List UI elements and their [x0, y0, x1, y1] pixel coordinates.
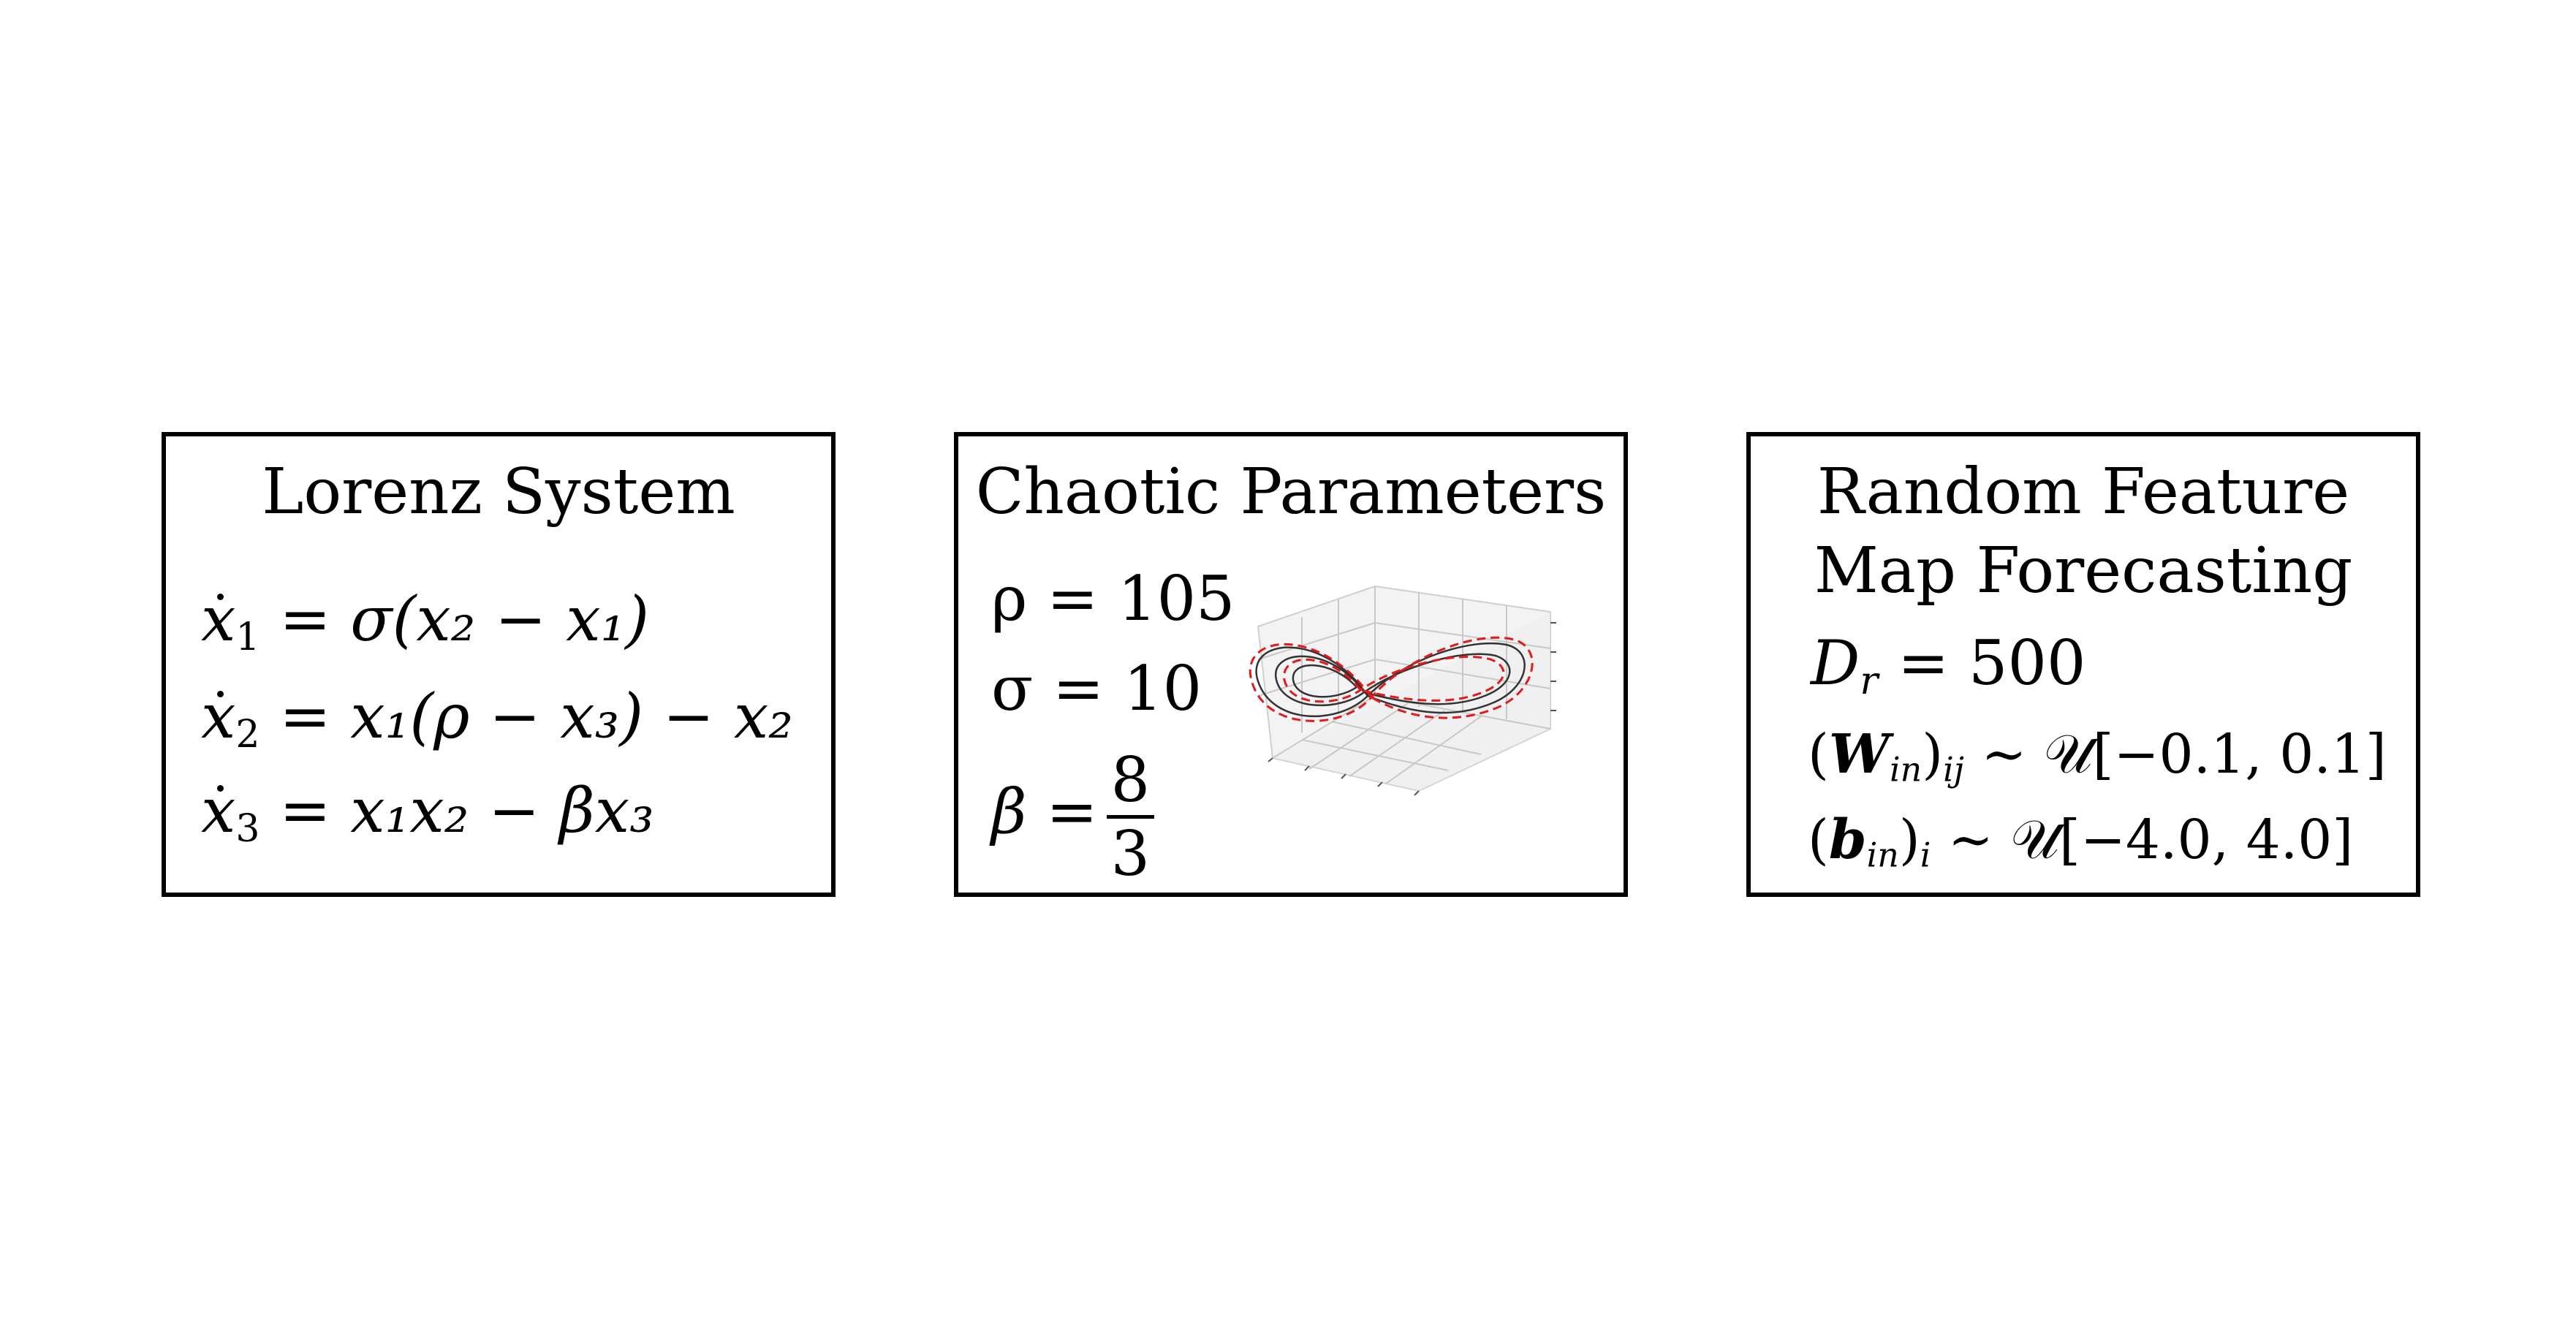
w-subscript: in — [1889, 749, 1922, 789]
lorenz-equation-3: x3 = x₁x₂ − βx₃ — [201, 774, 654, 848]
true-trajectory — [1255, 642, 1526, 718]
lorenz-title: Lorenz System — [262, 455, 735, 528]
random-feature-map-panel: Random Feature Map Forecasting Dr = 500 … — [1746, 432, 2420, 897]
lorenz-equation-2: x2 = x₁(ρ − x₃) − x₂ — [201, 680, 793, 754]
eq3-rhs: = x₁x₂ − βx₃ — [260, 775, 654, 846]
dr-value: = 500 — [1878, 627, 2086, 699]
forecast-trajectory — [1249, 636, 1534, 722]
x1-dot: x — [201, 583, 236, 655]
x3-dot: x — [201, 775, 236, 846]
attractor-ticks — [1268, 622, 1556, 796]
lorenz-system-panel: Lorenz System x1 = σ(x₂ − x₁) x2 = x₁(ρ … — [162, 432, 836, 897]
rfm-title-line2: Map Forecasting — [1814, 534, 2353, 607]
dr-subscript: r — [1860, 659, 1879, 704]
beta-label: β = — [991, 776, 1098, 848]
beta-denominator: 3 — [1110, 818, 1151, 890]
x2-dot: x — [201, 681, 236, 752]
w-symbol: W — [1828, 723, 1890, 786]
beta-numerator: 8 — [1106, 745, 1155, 819]
rho-value: ρ = 105 — [991, 563, 1235, 634]
dr-symbol: D — [1811, 627, 1860, 699]
attractor-axes-box — [1257, 585, 1551, 792]
chaotic-title: Chaotic Parameters — [975, 455, 1607, 528]
win-distribution: (Win)ij ∼ 𝒰[−0.1, 0.1] — [1808, 723, 2387, 789]
rfm-title-line1: Random Feature — [1817, 455, 2350, 528]
x2-sub: 2 — [235, 713, 260, 757]
x3-sub: 3 — [235, 807, 260, 852]
b-symbol: b — [1828, 808, 1867, 871]
b-subscript: in — [1866, 835, 1899, 875]
w-distribution: ∼ 𝒰[−0.1, 0.1] — [1963, 723, 2387, 786]
b-distribution: ∼ 𝒰[−4.0, 4.0] — [1931, 808, 2354, 871]
eq2-rhs: = x₁(ρ − x₃) − x₂ — [260, 681, 793, 752]
w-index: ij — [1943, 749, 1964, 789]
bin-distribution: (bin)i ∼ 𝒰[−4.0, 4.0] — [1808, 808, 2354, 875]
reservor-dimension: Dr = 500 — [1811, 626, 2086, 700]
lorenz-attractor-plot — [1249, 585, 1556, 796]
b-index: i — [1920, 835, 1931, 875]
lorenz-equation-1: x1 = σ(x₂ − x₁) — [201, 583, 649, 656]
eq1-rhs: = σ(x₂ − x₁) — [260, 583, 650, 655]
x1-sub: 1 — [235, 615, 260, 660]
sigma-value: σ = 10 — [991, 653, 1202, 724]
